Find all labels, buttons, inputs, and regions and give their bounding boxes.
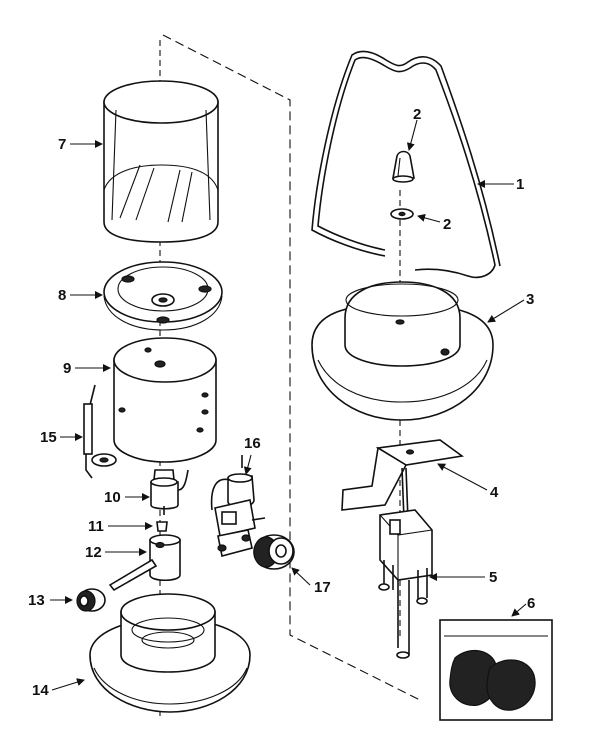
regulator-part	[210, 455, 266, 557]
part-labels: 1 2 2 3 4 5 6 7 8 9 10 11 12 13 14 15 16…	[28, 106, 535, 699]
leader-arrows	[50, 119, 527, 691]
label-2-cap: 2	[413, 106, 421, 123]
label-4: 4	[490, 484, 499, 501]
label-11: 11	[88, 518, 104, 535]
ventilator-part	[103, 261, 223, 331]
base-part	[89, 593, 251, 713]
label-15: 15	[40, 429, 57, 446]
fitting-part	[150, 469, 189, 515]
hood-part	[311, 281, 494, 421]
label-13: 13	[28, 592, 45, 609]
washer-part	[390, 208, 414, 220]
label-17: 17	[314, 579, 331, 596]
cap-nut-part	[392, 150, 415, 183]
label-6: 6	[527, 595, 535, 612]
glass-globe-part	[103, 80, 219, 243]
small-fitting-part	[156, 521, 168, 532]
label-2-washer: 2	[443, 216, 451, 233]
label-10: 10	[104, 489, 121, 506]
label-7: 7	[58, 136, 66, 153]
knob-part	[76, 588, 106, 612]
burner-assembly-part	[378, 467, 433, 659]
label-5: 5	[489, 569, 497, 586]
label-1: 1	[516, 176, 524, 193]
igniter-rod-part	[83, 384, 117, 479]
label-3: 3	[526, 291, 534, 308]
gauge-nut-part	[253, 534, 295, 570]
valve-body-part	[108, 534, 181, 592]
bracket-part	[341, 439, 465, 511]
label-16: 16	[244, 435, 261, 452]
label-8: 8	[58, 287, 66, 304]
bail-handle-part	[311, 50, 501, 279]
frame-cylinder-part	[113, 337, 217, 463]
label-9: 9	[63, 360, 71, 377]
label-14: 14	[32, 682, 49, 699]
label-12: 12	[85, 544, 102, 561]
mantle-bag-part	[439, 619, 553, 721]
